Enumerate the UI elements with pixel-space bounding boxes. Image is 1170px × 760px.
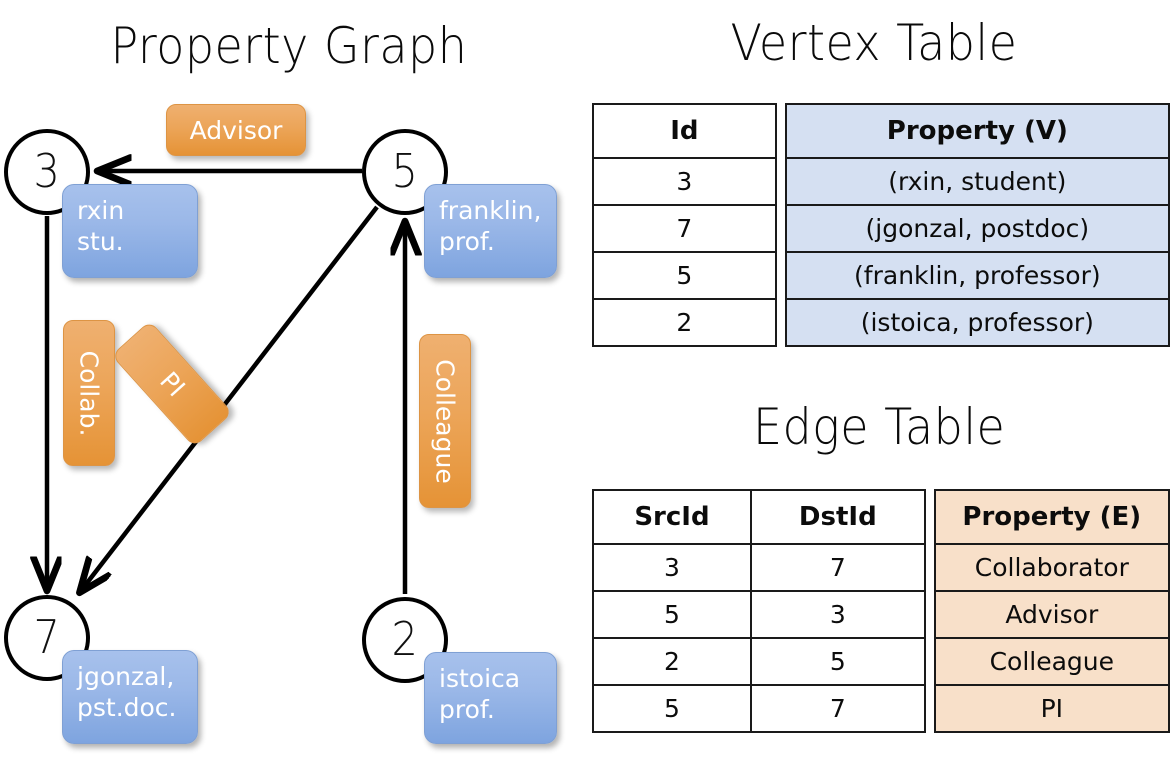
table-header-row: Property (V): [784, 103, 1170, 159]
vertex-property-cell: (jgonzal, postdoc): [784, 204, 1170, 253]
graph-node-5[interactable]: 5: [362, 129, 448, 215]
edge-table-src-dst-columns: SrcId DstId 3 7 5 3 2 5 5 7: [592, 489, 926, 733]
edge-dst-cell: 7: [749, 684, 926, 733]
table-row[interactable]: Advisor: [933, 590, 1170, 639]
graph-node-5-label: 5: [391, 144, 419, 198]
edge-property-cell: Colleague: [933, 637, 1170, 686]
table-row[interactable]: 2 5: [592, 637, 926, 686]
page-title-property-graph: Property Graph: [110, 17, 468, 75]
edge-table-column-divider: [926, 489, 934, 733]
table-header-row: SrcId DstId: [592, 489, 926, 545]
graph-node-2[interactable]: 2: [362, 597, 448, 683]
table-row[interactable]: (rxin, student): [784, 157, 1170, 206]
edge-property-cell: Collaborator: [933, 543, 1170, 592]
table-row[interactable]: 5: [592, 251, 777, 300]
edge-dst-cell: 7: [749, 543, 926, 592]
vertex-id-cell: 5: [592, 251, 777, 300]
table-row[interactable]: Collaborator: [933, 543, 1170, 592]
vertex-table-id-column: Id 3 7 5 2: [592, 103, 777, 347]
vertex-table-header-property: Property (V): [784, 103, 1170, 159]
node-property-box-jgonzal: jgonzal, pst.doc.: [62, 650, 198, 744]
edge-label-colleague-text: Colleague: [430, 358, 460, 484]
vertex-table-property-column: Property (V) (rxin, student) (jgonzal, p…: [784, 103, 1170, 347]
table-header-row: Property (E): [933, 489, 1170, 545]
section-title-edge-table: Edge Table: [752, 398, 1006, 456]
edge-table-header-property: Property (E): [933, 489, 1170, 545]
table-row[interactable]: 3: [592, 157, 777, 206]
graph-node-7-label: 7: [33, 610, 61, 664]
edge-table-header-dstid: DstId: [749, 489, 926, 545]
vertex-id-cell: 3: [592, 157, 777, 206]
edge-property-cell: PI: [933, 684, 1170, 733]
table-row[interactable]: (jgonzal, postdoc): [784, 204, 1170, 253]
table-row[interactable]: (istoica, professor): [784, 298, 1170, 347]
edge-label-colleague: Colleague: [419, 334, 471, 508]
vertex-property-cell: (franklin, professor): [784, 251, 1170, 300]
edge-line-pi: [80, 205, 379, 592]
table-row[interactable]: 7: [592, 204, 777, 253]
edge-src-cell: 5: [592, 590, 752, 639]
vertex-table-header-id: Id: [592, 103, 777, 159]
edge-src-cell: 5: [592, 684, 752, 733]
edge-property-cell: Advisor: [933, 590, 1170, 639]
node-property-box-franklin: franklin, prof.: [424, 184, 557, 278]
edge-dst-cell: 3: [749, 590, 926, 639]
table-row[interactable]: 5 3: [592, 590, 926, 639]
edge-dst-cell: 5: [749, 637, 926, 686]
table-row[interactable]: Colleague: [933, 637, 1170, 686]
graph-node-3-label: 3: [33, 144, 61, 198]
vertex-table-column-divider: [777, 103, 785, 347]
node-property-box-rxin: rxin stu.: [62, 184, 198, 278]
table-row[interactable]: 2: [592, 298, 777, 347]
edge-label-pi-text: PI: [153, 365, 191, 403]
edge-label-advisor: Advisor: [166, 104, 306, 156]
vertex-id-cell: 7: [592, 204, 777, 253]
edge-table-property-column: Property (E) Collaborator Advisor Collea…: [933, 489, 1170, 733]
edge-src-cell: 2: [592, 637, 752, 686]
edge-label-collab: Collab.: [63, 320, 115, 466]
vertex-table: Id 3 7 5 2 Property (V) (rxin, student) …: [592, 103, 1170, 347]
table-row[interactable]: 3 7: [592, 543, 926, 592]
vertex-property-cell: (rxin, student): [784, 157, 1170, 206]
table-row[interactable]: 5 7: [592, 684, 926, 733]
vertex-property-cell: (istoica, professor): [784, 298, 1170, 347]
table-row[interactable]: (franklin, professor): [784, 251, 1170, 300]
vertex-id-cell: 2: [592, 298, 777, 347]
property-graph-diagram: 3 5 7 2 rxin stu. franklin, prof. jgonza…: [0, 0, 585, 760]
edge-table-header-srcid: SrcId: [592, 489, 752, 545]
table-header-row: Id: [592, 103, 777, 159]
section-title-vertex-table: Vertex Table: [730, 14, 1018, 72]
edge-label-advisor-text: Advisor: [189, 115, 283, 145]
edge-label-collab-text: Collab.: [74, 350, 104, 436]
graph-edges-svg: [0, 0, 585, 760]
edge-src-cell: 3: [592, 543, 752, 592]
edge-table: SrcId DstId 3 7 5 3 2 5 5 7 Property (E)…: [592, 489, 1170, 733]
node-property-box-istoica: istoica prof.: [424, 652, 557, 744]
table-row[interactable]: PI: [933, 684, 1170, 733]
graph-node-2-label: 2: [391, 612, 419, 666]
